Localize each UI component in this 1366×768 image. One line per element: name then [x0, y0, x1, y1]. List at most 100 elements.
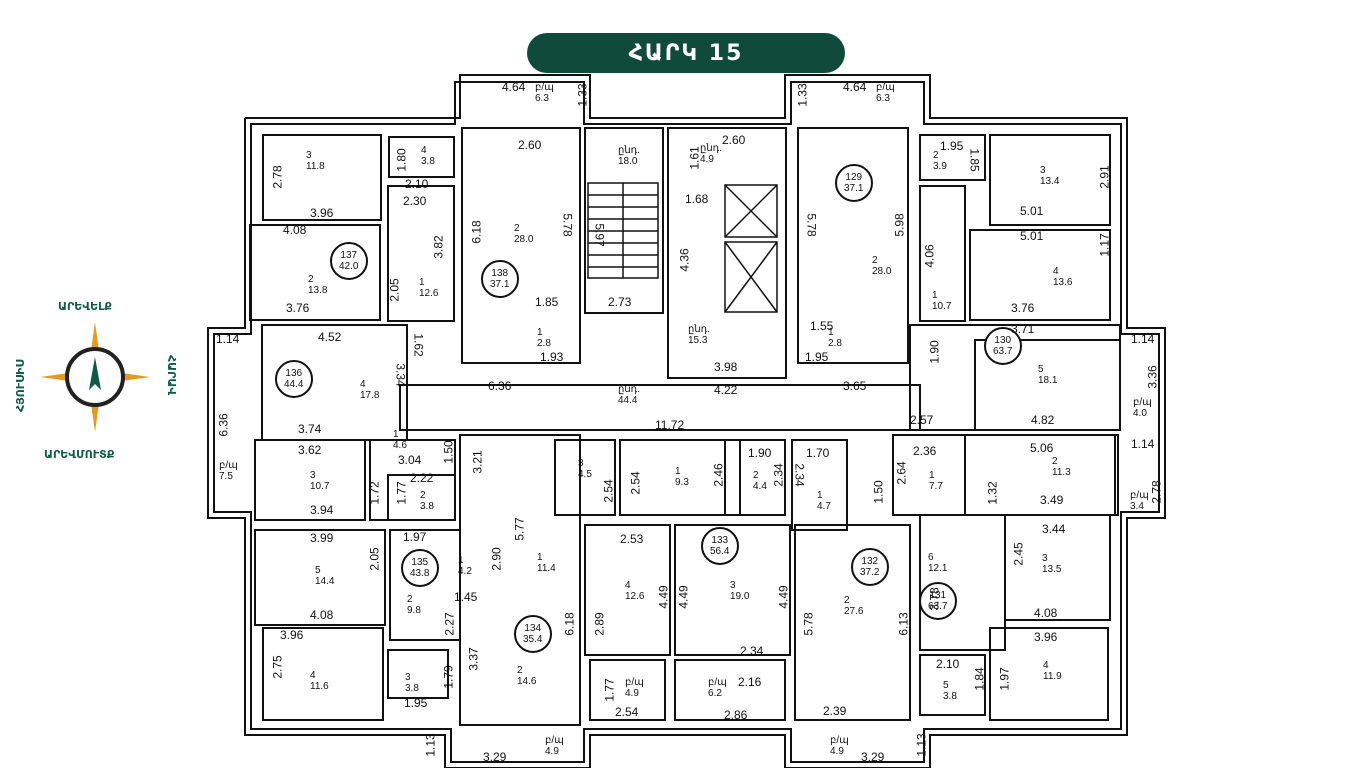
- compass-east-label: ՀԱՐԱՎ: [165, 355, 178, 396]
- dimension-label: 3.29: [861, 750, 885, 764]
- dimension-label: 4.36: [677, 248, 692, 272]
- dimension-label: 1.50: [441, 440, 456, 464]
- dimension-label: 1.84: [972, 667, 987, 691]
- dimension-label: 2.46: [711, 463, 726, 487]
- dimension-label: 1.70: [806, 446, 830, 460]
- dimension-label: 3.37: [466, 647, 481, 671]
- apartment-138-label: 138 37.1: [490, 268, 510, 290]
- dimension-label: 1.97: [403, 530, 427, 544]
- dimension-label: 2.57: [910, 413, 934, 427]
- dimension-label: 2.45: [1011, 542, 1026, 566]
- dimension-label: 3.82: [431, 235, 446, 259]
- dimension-label: 3.99: [310, 531, 334, 545]
- dimension-label: 1.45: [454, 590, 478, 604]
- apartment-135-label: 135 43.8: [410, 557, 430, 579]
- dimension-label: 3.21: [470, 450, 485, 474]
- dimension-label: 5.77: [512, 517, 527, 541]
- dimension-label: 3.74: [298, 422, 322, 436]
- dimension-label: 6.18: [469, 220, 484, 244]
- dimension-label: 1.77: [602, 678, 617, 702]
- dimension-label: 2.05: [387, 278, 402, 302]
- apartment-131-marker: [919, 582, 957, 620]
- dimension-label: 5.78: [804, 213, 819, 237]
- apartment-132-label: 132 37.2: [860, 556, 880, 578]
- dimension-label: 2.60: [722, 133, 746, 147]
- dimension-label: 1.97: [997, 667, 1012, 691]
- dimension-label: 2.89: [592, 612, 607, 636]
- dimension-label: 1.95: [805, 350, 829, 364]
- dimension-label: 4.64: [843, 80, 867, 94]
- apartment-136-label: 136 44.4: [284, 368, 304, 390]
- dimension-label: 2.16: [738, 675, 762, 689]
- dimension-label: 1.72: [367, 481, 382, 505]
- compass-west-label: ՀՅՈՒՍԻՍ: [14, 359, 27, 412]
- apartment-134-label: 134 35.4: [523, 623, 543, 645]
- apartment-129-marker: [835, 164, 873, 202]
- dimension-label: 3.96: [280, 628, 304, 642]
- dimension-label: 3.76: [1011, 301, 1035, 315]
- dimension-label: 1.13: [423, 733, 438, 757]
- apartment-130-label: 130 63.7: [993, 335, 1013, 357]
- dimension-label: 1.95: [404, 696, 428, 710]
- dimension-label: 6.36: [488, 379, 512, 393]
- dimension-label: 1.61: [687, 146, 702, 170]
- dimension-label: 2.34: [771, 463, 786, 487]
- dimension-label: 3.62: [298, 443, 322, 457]
- dimension-label: 2.73: [608, 295, 632, 309]
- dimension-label: 4.08: [1034, 606, 1058, 620]
- dimension-label: 6.36: [216, 413, 231, 437]
- dimension-label: 6.13: [896, 612, 911, 636]
- dimension-label: 1.13: [914, 733, 929, 757]
- floor-title: ՀԱՐԿ 15: [527, 33, 845, 73]
- room-label: ընդ.4.9: [700, 143, 723, 165]
- dimension-label: 11.72: [655, 418, 685, 432]
- dimension-label: 1.79: [441, 665, 456, 689]
- dimension-label: 1.33: [575, 83, 590, 107]
- dimension-label: 2.90: [489, 547, 504, 571]
- dimension-label: 2.39: [823, 704, 847, 718]
- room-label: ընդ.44.4: [618, 384, 641, 406]
- dimension-label: 3.34: [393, 363, 408, 387]
- dimension-label: 3.44: [1042, 522, 1066, 536]
- apartment-134-marker: [514, 615, 552, 653]
- dimension-label: 2.34: [792, 463, 807, 487]
- dimension-label: 1.80: [394, 148, 409, 172]
- apartment-130-marker: [984, 327, 1022, 365]
- room-label: ընդ.18.0: [618, 145, 641, 167]
- dimension-label: 1.85: [535, 295, 559, 309]
- dimension-label: 4.64: [502, 80, 526, 94]
- dimension-label: 3.96: [310, 206, 334, 220]
- compass-icon: [40, 322, 150, 432]
